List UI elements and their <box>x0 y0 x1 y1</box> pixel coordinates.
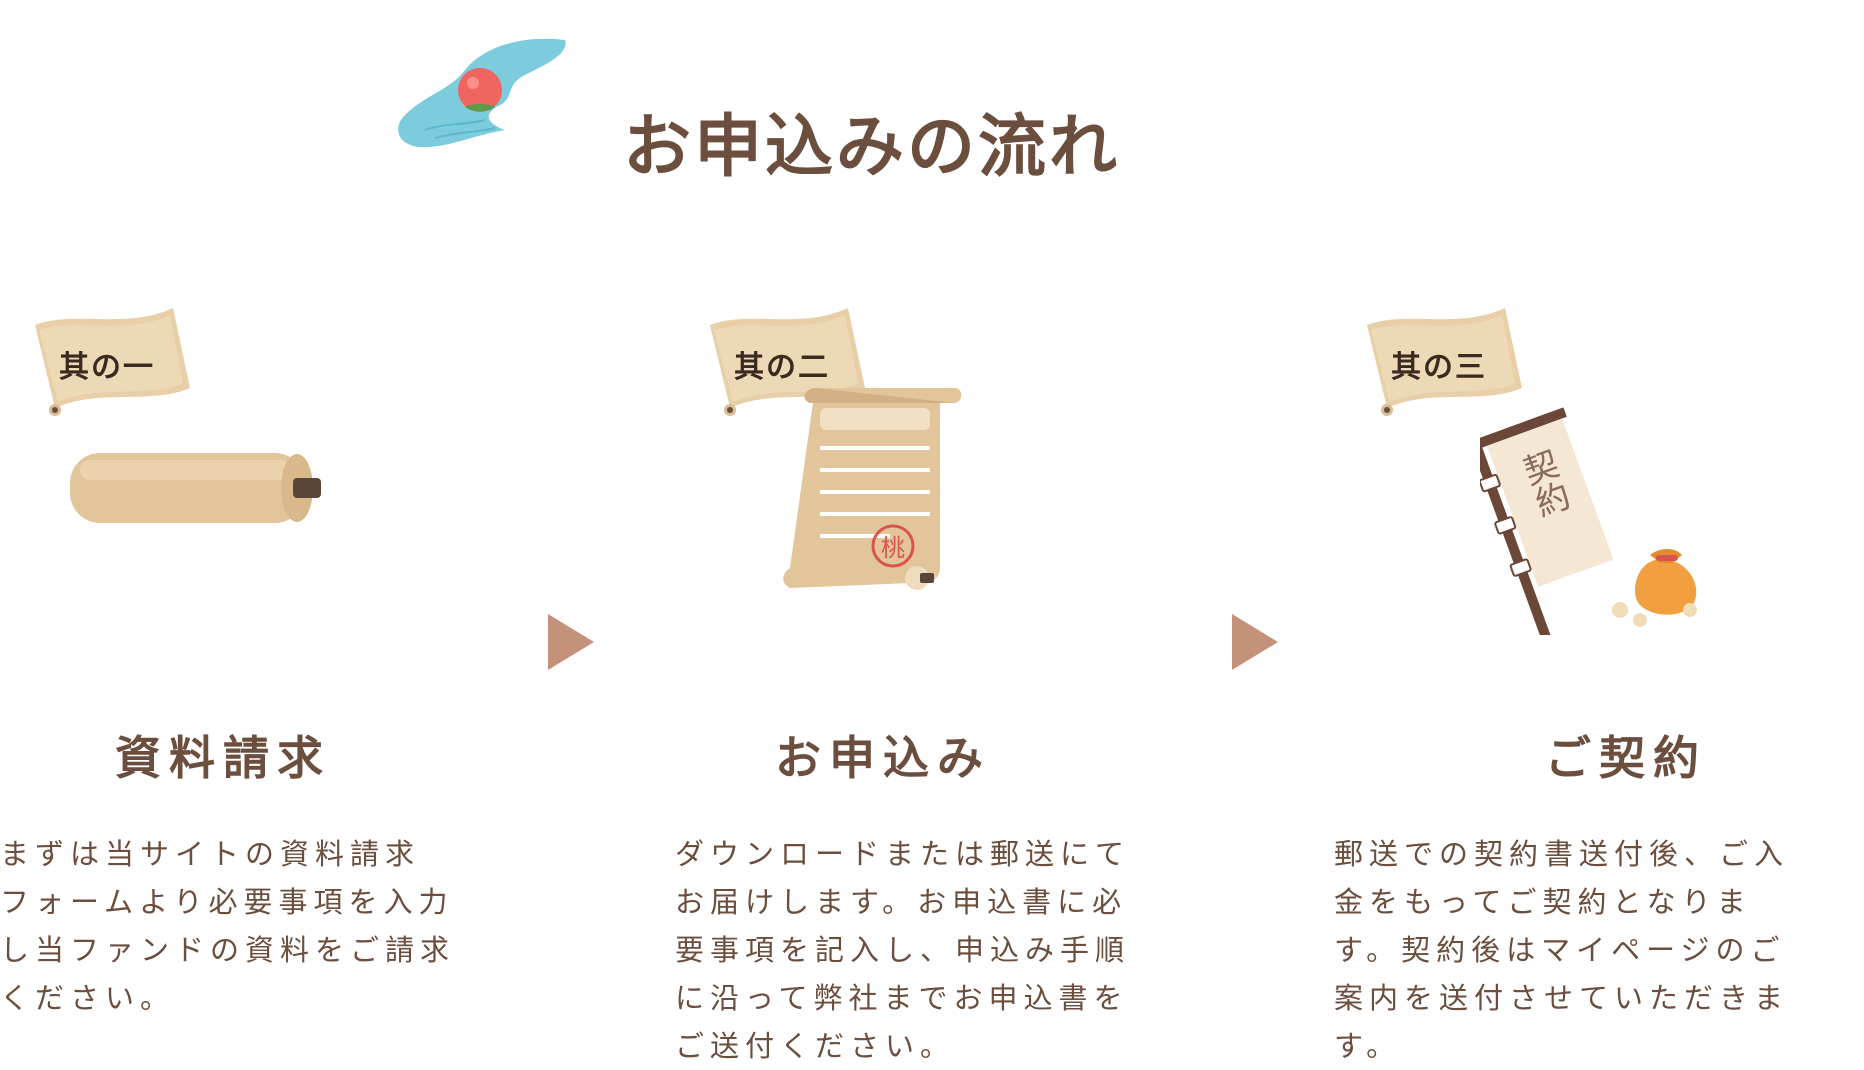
next-arrow-icon <box>548 614 594 670</box>
open-scroll-with-seal-icon: 桃 <box>783 388 962 590</box>
step-title: 資料請求 <box>115 731 331 785</box>
step-tag-label: 其の二 <box>734 350 830 385</box>
parchment-flag-icon <box>1367 308 1522 416</box>
next-arrow-icon <box>1232 614 1278 670</box>
step-1: 其の一 資料請求 まずは当サイトの資料請求 フォームより必要事項を入力 し当ファ… <box>0 300 560 1064</box>
step-description: 郵送での契約書送付後、ご入 金をもってご契約となりま す。契約後はマイページのご… <box>1334 837 1790 1063</box>
step-tag-label: 其の一 <box>59 350 155 385</box>
step-tag: 其の三 <box>1357 300 1527 430</box>
page-header: お申込みの流れ <box>395 35 1185 187</box>
step-description: まずは当サイトの資料請求 フォームより必要事項を入力 し当ファンドの資料をご請求… <box>0 837 456 1015</box>
contract-banner-and-pouch-icon: 契約 <box>1480 407 1697 635</box>
peach-in-river-icon <box>398 38 566 148</box>
step-3: 其の三 契約 ご契約 郵送での契約書送付後、ご入 金をもってご契約となりま す。… <box>1334 300 1864 1064</box>
step-tag-label: 其の三 <box>1391 350 1487 385</box>
step-title: お申込み <box>775 731 991 785</box>
rolled-scroll-icon <box>70 453 321 523</box>
step-tag: 其の一 <box>25 300 195 430</box>
step-title: ご契約 <box>1545 731 1707 785</box>
page-title: お申込みの流れ <box>623 108 1121 187</box>
seal-mark: 桃 <box>881 534 905 562</box>
step-description: ダウンロードまたは郵送にて お届けします。お申込書に必 要事項を記入し、申込み手… <box>675 837 1131 1063</box>
parchment-flag-icon <box>710 308 865 416</box>
step-2: 其の二 桃 お申込み ダウンロードまたは郵送にて お届けします。お申込書に必 要… <box>675 300 1235 1064</box>
step-tag: 其の二 <box>700 300 870 430</box>
parchment-flag-icon <box>35 308 190 416</box>
